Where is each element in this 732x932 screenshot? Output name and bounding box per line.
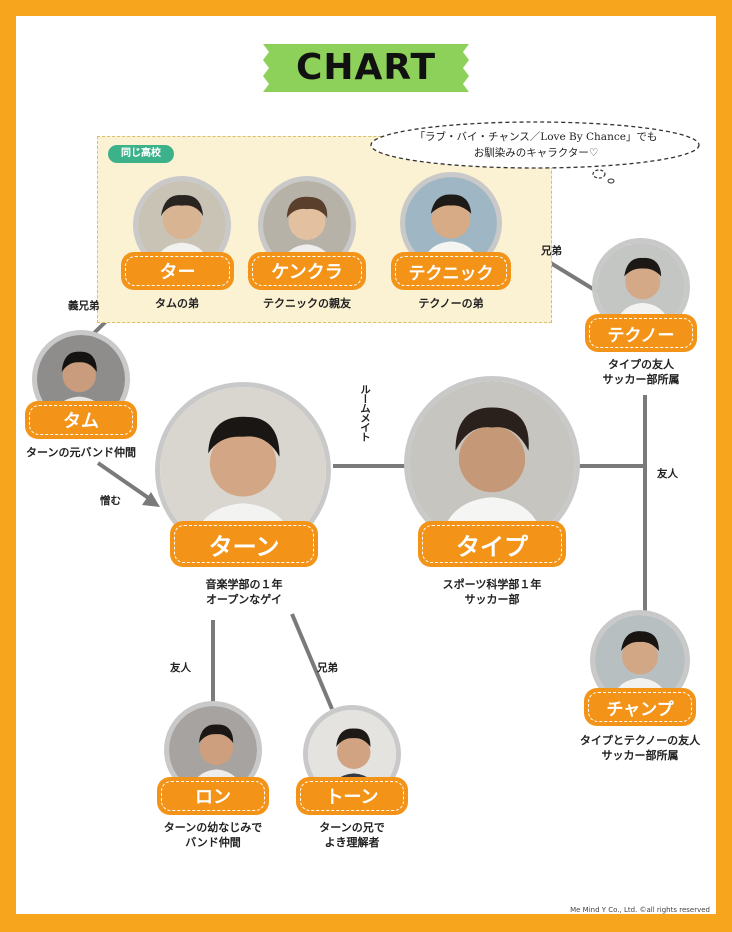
relation-friend-type: 友人 bbox=[657, 468, 678, 480]
line-tharn-thorn bbox=[290, 613, 334, 710]
title-banner: CHART bbox=[263, 44, 469, 92]
name-label-tar: ター bbox=[121, 252, 234, 290]
title-tape bbox=[263, 44, 469, 92]
name-label-type: タイプ bbox=[418, 521, 566, 567]
relation-step-brothers: 義兄弟 bbox=[68, 300, 100, 312]
desc-technic: テクノーの弟 bbox=[418, 297, 484, 310]
name-label-techno: テクノー bbox=[585, 314, 697, 352]
desc-techno: タイプの友人 サッカー部所属 bbox=[602, 358, 680, 386]
name-label-kengkla: ケンクラ bbox=[248, 252, 366, 290]
relation-brothers-technic: 兄弟 bbox=[541, 245, 562, 257]
name-label-tum: タム bbox=[25, 401, 137, 439]
relation-friend-lhong: 友人 bbox=[170, 662, 191, 674]
arrow-head bbox=[142, 492, 160, 507]
name-label-champ: チャンプ bbox=[584, 688, 696, 726]
name-label-thorn: トーン bbox=[296, 777, 408, 815]
relation-brother-thorn: 兄弟 bbox=[317, 662, 338, 674]
avatar-type bbox=[404, 376, 580, 552]
desc-tharn: 音楽学部の１年 オープンなゲイ bbox=[205, 578, 283, 606]
desc-kengkla: テクニックの親友 bbox=[263, 297, 351, 310]
desc-thorn: ターンの兄で よき理解者 bbox=[319, 821, 385, 849]
arrow-tum-tharn bbox=[96, 461, 152, 501]
relation-roommate: ルームメイト bbox=[359, 384, 371, 441]
desc-tum: ターンの元バンド仲間 bbox=[26, 446, 136, 459]
speech-bubble: 「ラブ・バイ・チャンス／Love By Chance」でも お馴染みのキャラクタ… bbox=[367, 118, 705, 184]
desc-tar: タムの弟 bbox=[155, 297, 199, 310]
relation-hate: 憎む bbox=[100, 495, 121, 507]
group-tag: 同じ高校 bbox=[108, 145, 174, 163]
note-text: 「ラブ・バイ・チャンス／Love By Chance」でも お馴染みのキャラクタ… bbox=[414, 131, 658, 159]
page-title: CHART bbox=[295, 47, 437, 88]
desc-champ: タイプとテクノーの友人 サッカー部所属 bbox=[579, 734, 701, 762]
name-label-technic: テクニック bbox=[391, 252, 511, 290]
copyright: Me Mind Y Co., Ltd. ©all rights reserved bbox=[570, 906, 710, 914]
desc-type: スポーツ科学部１年 サッカー部 bbox=[442, 578, 542, 606]
desc-lhong: ターンの幼なじみで バンド仲間 bbox=[163, 821, 263, 849]
name-label-tharn: ターン bbox=[170, 521, 318, 567]
name-label-lhong: ロン bbox=[157, 777, 269, 815]
